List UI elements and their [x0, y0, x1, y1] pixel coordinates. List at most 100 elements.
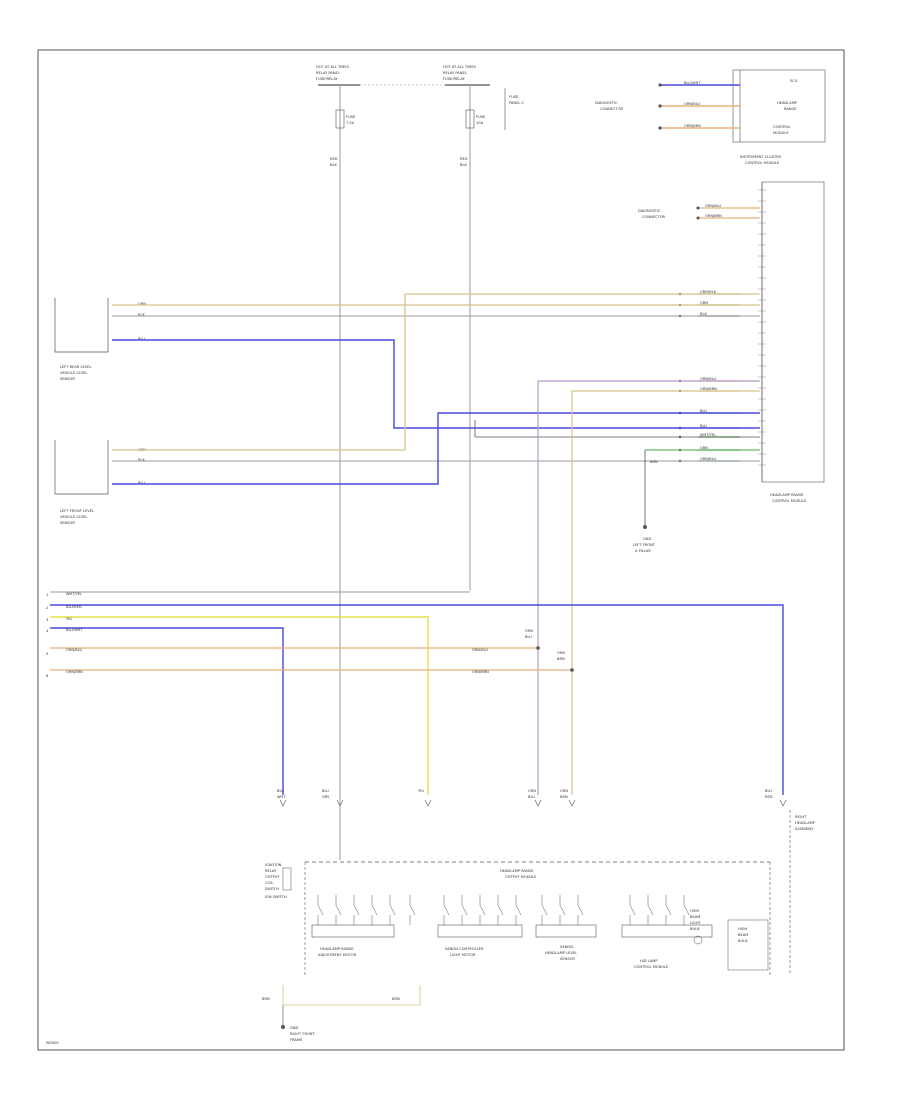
bm-box4-1: HID LAMP — [640, 959, 658, 963]
bm-wire-1: BRN — [262, 997, 270, 1001]
bm-main-2: OUTPUT MODULE — [505, 875, 537, 879]
bus-wire-3: YEL — [66, 617, 72, 621]
module-wire-label: GRN — [700, 301, 708, 305]
bm-box2-2: LIGHT MOTOR — [450, 953, 476, 957]
bm-bulb2-2: BEAM — [738, 933, 748, 937]
bus-wire-5: ORN/BLU — [66, 648, 83, 652]
switch-symbol — [443, 895, 450, 925]
switch-symbol — [647, 895, 654, 925]
fuse-right-title-3: FUSE/RELAY — [443, 77, 465, 81]
tc-wire-2: ORN/BRN — [705, 214, 722, 218]
splice-1a: ORN — [525, 629, 533, 633]
splice-2b: BRN — [557, 657, 565, 661]
fuse-right-title-2: RELAY PANEL — [443, 71, 467, 75]
module-wire-label: ORN/BRN — [700, 387, 717, 391]
ic-label-1: INSTRUMENT CLUSTER — [740, 155, 781, 159]
bm-bulb-1: HIGH — [690, 909, 700, 913]
rh-label-2: HEADLAMP — [795, 821, 816, 825]
fuse-right-title-1: HOT AT ALL TIMES — [443, 65, 477, 69]
switch-symbol — [683, 895, 690, 925]
drop-4b: BLU — [528, 795, 535, 799]
switch-symbol — [515, 895, 522, 925]
gnd-label-2: LEFT FRONT — [633, 543, 656, 547]
ic-label-2: CONTROL MODULE — [745, 161, 780, 165]
fuse-left-wire-2: BLK — [330, 163, 337, 167]
drop-5a: ORN — [560, 789, 568, 793]
module-wire-label: GRN/BLK — [700, 290, 717, 294]
fuse-panel-1: FUSE — [509, 95, 519, 99]
switch-symbol — [409, 895, 416, 925]
switch-symbol — [371, 895, 378, 925]
bm-box1-1: HEADLAMP RANGE — [320, 947, 354, 951]
bm-left-3: OUTPUT — [265, 875, 280, 879]
bm-main-1: HEADLAMP RANGE — [500, 869, 534, 873]
lfs-wire-3: BLU — [138, 481, 145, 485]
bm-box2-1: XENON CONTROLLER — [445, 947, 484, 951]
drop-1a: BLU — [277, 789, 284, 793]
switch-symbol — [461, 895, 468, 925]
bm-box4-2: CONTROL MODULE — [634, 965, 669, 969]
splice-1b: BLU — [525, 635, 532, 639]
module-wire-label: GRN — [700, 446, 708, 450]
rh-label-1: RIGHT — [795, 815, 807, 819]
diagram-frame — [37, 49, 845, 1051]
bm-bulb2-3: BULB — [738, 939, 748, 943]
lrs-label-3: SENSOR — [60, 377, 75, 381]
switch-symbol — [353, 895, 360, 925]
bm-wire-2: BRN — [392, 997, 400, 1001]
tc-label-1: DIAGNOSTIC — [638, 209, 661, 213]
drop-3a: YEL — [418, 789, 424, 793]
module-wire-label: GRN/BLU — [700, 457, 716, 461]
module-wire-label: BLK — [700, 312, 707, 316]
ic-inner-2: HEADLAMP — [777, 101, 798, 105]
top-diagnostic-connector: ORN/BLU ORN/BRN DIAGNOSTIC CONNECTOR — [638, 204, 760, 220]
bus-pin-2: 2 — [46, 606, 48, 610]
switch-symbol — [629, 895, 636, 925]
lrs-wire-1: GRN — [138, 302, 146, 306]
drop-labels: BLU WHT BLU GRY YEL ORN BLU ORN BRN BLU … — [277, 789, 773, 799]
drop-arrows — [279, 799, 787, 807]
lrs-label-1: LEFT REAR LEVEL — [60, 365, 91, 369]
bus-wire-2: BLU/RED — [66, 605, 82, 609]
bm-bulb-3: LIGHT — [690, 921, 702, 925]
gnd-label-1: GND — [643, 537, 651, 541]
bm-box1-2: ADJUSTMENT MOTOR — [318, 953, 357, 957]
lrs-wire-2: BLK — [138, 313, 145, 317]
gnd-wire: BRN — [650, 460, 658, 464]
switch-symbol — [479, 895, 486, 925]
fuse-right-amps: 10A — [476, 121, 484, 125]
switch-symbol — [577, 895, 584, 925]
bm-switches — [317, 895, 690, 925]
ic-inner-5: MODULE — [773, 131, 789, 135]
tc-wire-1: ORN/BLU — [705, 204, 722, 208]
lfs-label-1: LEFT FRONT LEVEL — [60, 509, 94, 513]
bus-wire-4: BLU/WHT — [66, 628, 83, 632]
drop-2b: GRY — [322, 795, 330, 799]
lrs-label-2: VEHICLE LEVEL — [60, 371, 87, 375]
ic-inner-3: RANGE — [784, 107, 797, 111]
fuse-left-title-3: FUSE/RELAY — [316, 77, 338, 81]
bus-pin-6: 6 — [46, 674, 49, 678]
right-headlamp-assembly: RIGHT HEADLAMP ASSEMBLY — [789, 810, 816, 975]
hm-label-2: CONTROL MODULE — [772, 499, 807, 503]
bus-wire-1: WHT/YEL — [66, 592, 82, 596]
bus-right-wire-1: ORN/BLU — [472, 648, 489, 652]
bm-left-1: IGNITION — [265, 863, 282, 867]
left-rear-level-sensor: LEFT REAR LEVEL VEHICLE LEVEL SENSOR GRN… — [54, 298, 146, 381]
fuse-right-wire-2: BLK — [460, 163, 467, 167]
diagram-code: W0000 — [46, 1041, 59, 1045]
hm-label-1: HEADLAMP RANGE — [770, 493, 804, 497]
rh-label-3: ASSEMBLY — [795, 827, 814, 831]
bm-bulb-2: BEAM — [690, 915, 700, 919]
left-front-level-sensor: LEFT FRONT LEVEL VEHICLE LEVEL SENSOR GR… — [54, 440, 146, 525]
bottom-output-module: HEADLAMP RANGE OUTPUT MODULE IGNITION RE… — [262, 861, 771, 1042]
ic-wire-2: ORN/BLU — [684, 102, 701, 106]
instrument-cluster: ECU HEADLAMP RANGE CONTROL MODULE INSTRU… — [595, 69, 826, 165]
ground-left-front: BRN GND LEFT FRONT A PILLAR — [633, 449, 760, 553]
module-wire-label: BLU — [700, 424, 707, 428]
module-wire-label: ORN/BLU — [700, 377, 717, 381]
bm-gnd-1: GND — [290, 1026, 298, 1030]
drop-1b: WHT — [277, 795, 286, 799]
lfs-label-3: SENSOR — [60, 521, 75, 525]
